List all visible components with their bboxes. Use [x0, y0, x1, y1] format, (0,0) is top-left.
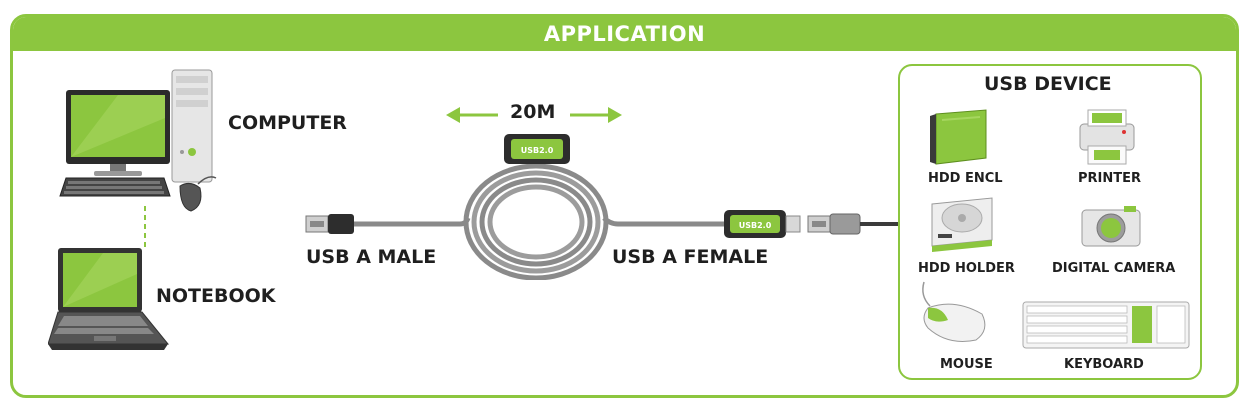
usb-cable-diagram: USB2.0 USB2.0: [305, 134, 900, 280]
keyboard-label: KEYBOARD: [1064, 357, 1144, 372]
mouse-label: MOUSE: [940, 357, 993, 372]
header-bar: [13, 17, 1236, 51]
notebook-icon: [48, 248, 170, 350]
computer-icon: [59, 69, 217, 212]
computer-label: COMPUTER: [228, 112, 347, 134]
length-label: 20M: [510, 101, 556, 123]
hdd-enclosure-icon: [930, 109, 987, 165]
usb-female-label: USB A FEMALE: [612, 246, 769, 268]
mouse-icon: [922, 281, 986, 342]
keyboard-icon: [1022, 301, 1190, 349]
connection-dashed-line: [144, 206, 146, 250]
hdd-encl-label: HDD ENCL: [928, 171, 1003, 186]
hdd-holder-icon: [931, 197, 993, 252]
svg-text:USB2.0: USB2.0: [521, 146, 554, 155]
digital-camera-label: DIGITAL CAMERA: [1052, 261, 1176, 276]
printer-label: PRINTER: [1078, 171, 1142, 186]
length-arrows: [446, 107, 622, 123]
svg-text:USB2.0: USB2.0: [739, 221, 772, 230]
hdd-holder-label: HDD HOLDER: [918, 261, 1015, 276]
notebook-label: NOTEBOOK: [156, 285, 276, 307]
usb-device-title: USB DEVICE: [984, 73, 1112, 95]
usb-male-label: USB A MALE: [306, 246, 437, 268]
printer-icon: [1079, 109, 1135, 165]
page-title: APPLICATION: [543, 22, 706, 46]
digital-camera-icon: [1081, 206, 1141, 247]
